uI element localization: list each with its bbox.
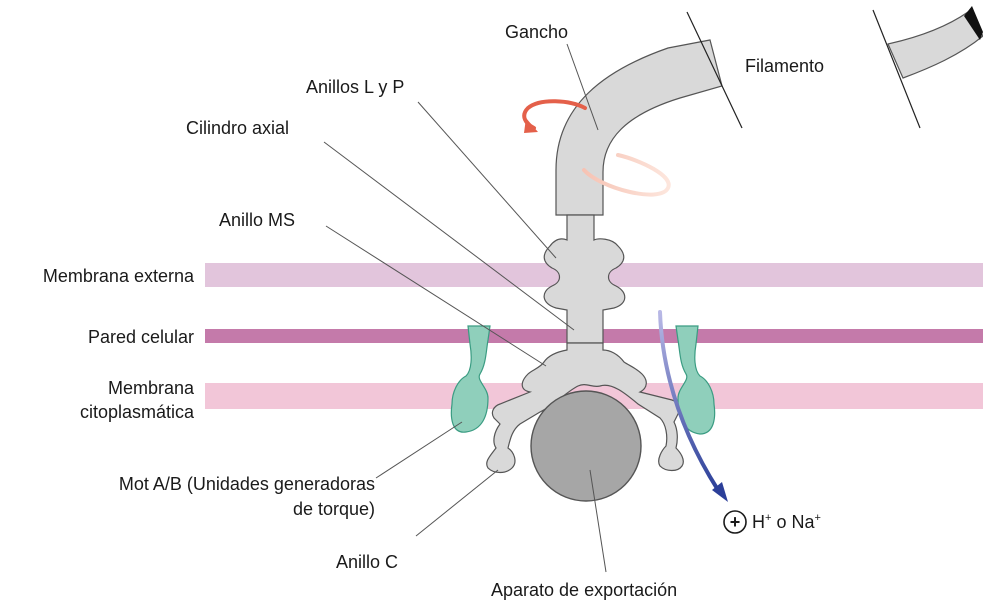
label-pared-celular: Pared celular [88, 327, 194, 347]
label-mot-2: de torque) [293, 499, 375, 519]
label-aparato: Aparato de exportación [491, 580, 677, 600]
label-membrana-externa: Membrana externa [43, 266, 195, 286]
leader-mot [376, 422, 462, 478]
label-anillo-c: Anillo C [336, 552, 398, 572]
leader-anillo-c [416, 470, 498, 536]
ion-label: H+ o Na+ [752, 512, 821, 532]
label-mot-1: Mot A/B (Unidades generadoras [119, 474, 375, 494]
leader-anillos-lp [418, 102, 556, 258]
label-membrana-cito-1: Membrana [108, 378, 195, 398]
plus-symbol: + [730, 512, 741, 532]
ion-h: H [752, 512, 765, 532]
leader-anillo-ms [326, 226, 546, 366]
label-membrana-cito-2: citoplasmática [80, 402, 195, 422]
hook [556, 40, 722, 215]
export-apparatus [531, 391, 641, 501]
ion-mid: o Na [771, 512, 815, 532]
label-anillos-lp: Anillos L y P [306, 77, 404, 97]
label-cilindro-axial: Cilindro axial [186, 118, 289, 138]
label-gancho: Gancho [505, 22, 568, 42]
rotation-arrowhead-icon [524, 118, 538, 133]
ion-sup-2: + [814, 512, 820, 524]
label-anillo-ms: Anillo MS [219, 210, 295, 230]
label-filamento: Filamento [745, 56, 824, 76]
